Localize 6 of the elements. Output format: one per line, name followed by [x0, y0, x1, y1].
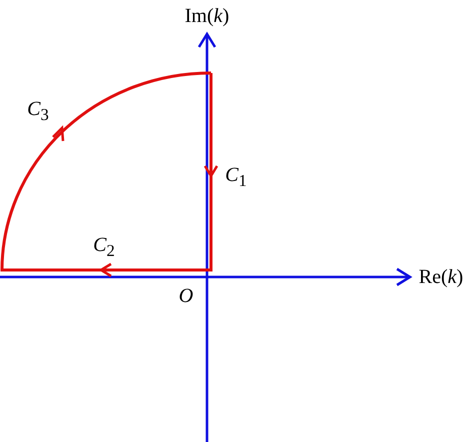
contour-label: C$_{3}$: [27, 98, 49, 126]
axis-label: Im(k): [184, 5, 230, 27]
contour-label: C$_{1}$: [225, 164, 247, 192]
contour-label: C$_{2}$: [93, 234, 115, 262]
axis-label: Re(k): [418, 266, 464, 288]
origin-label: O: [178, 285, 194, 307]
